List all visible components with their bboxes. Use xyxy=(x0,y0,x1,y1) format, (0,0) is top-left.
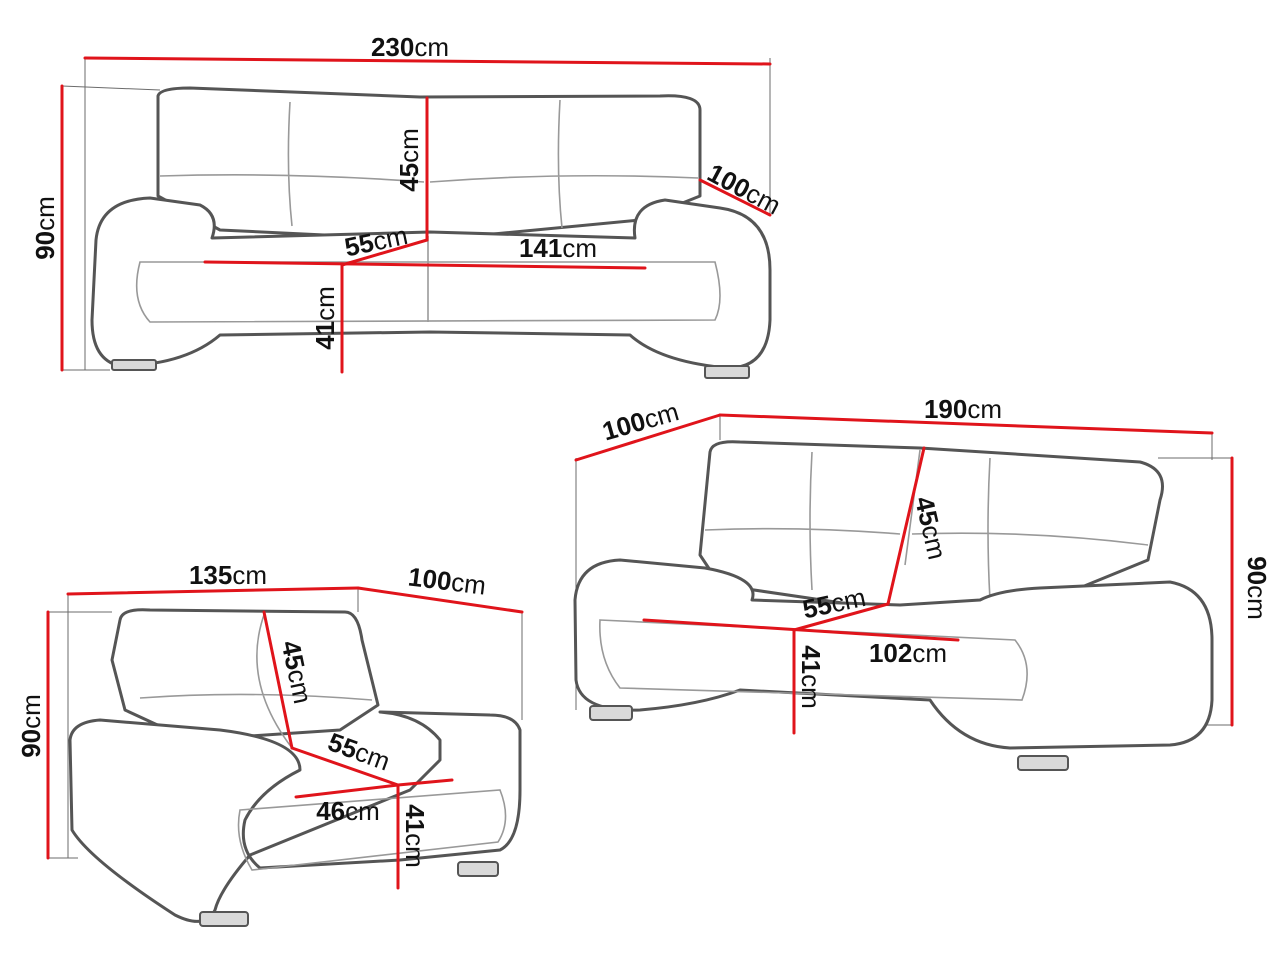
sofa-2-height-label: 90cm xyxy=(1242,556,1272,620)
sofa-3-seat-depth-label: 55cm xyxy=(342,220,410,263)
armchair-depth-label: 100cm xyxy=(407,561,488,600)
sofa-3-seater: 230cm 90cm 100cm 45cm 55cm 141cm 41cm xyxy=(30,32,786,379)
armchair-seat-height-label: 41cm xyxy=(400,804,430,868)
sofa-3-back-height-label: 45cm xyxy=(394,128,424,192)
armchair-seat-depth-label: 55cm xyxy=(324,727,394,777)
sofa-3-seat-width-label: 141cm xyxy=(519,233,597,263)
armchair-seat-width-label: 46cm xyxy=(316,796,380,826)
sofa-3-width-label: 230cm xyxy=(371,32,449,62)
sofa-2-seat-width-label: 102cm xyxy=(869,638,947,668)
armchair-height-label: 90cm xyxy=(16,694,46,758)
sofa-2-seater: 100cm 190cm 90cm 45cm 55cm 102cm 41cm xyxy=(573,394,1272,771)
armchair-back-height-label: 45cm xyxy=(276,638,319,706)
sofa-3-seat-height-label: 41cm xyxy=(310,286,340,350)
sofa-2-seat-height-label: 41cm xyxy=(796,645,826,709)
sofa-3-height-label: 90cm xyxy=(30,196,60,260)
armchair: 135cm 100cm 90cm 45cm 55cm 46cm 41cm xyxy=(16,560,524,927)
sofa-2-seat-depth-label: 55cm xyxy=(800,582,868,625)
armchair-width-label: 135cm xyxy=(189,560,267,590)
sofa-2-width-label: 190cm xyxy=(924,394,1002,424)
